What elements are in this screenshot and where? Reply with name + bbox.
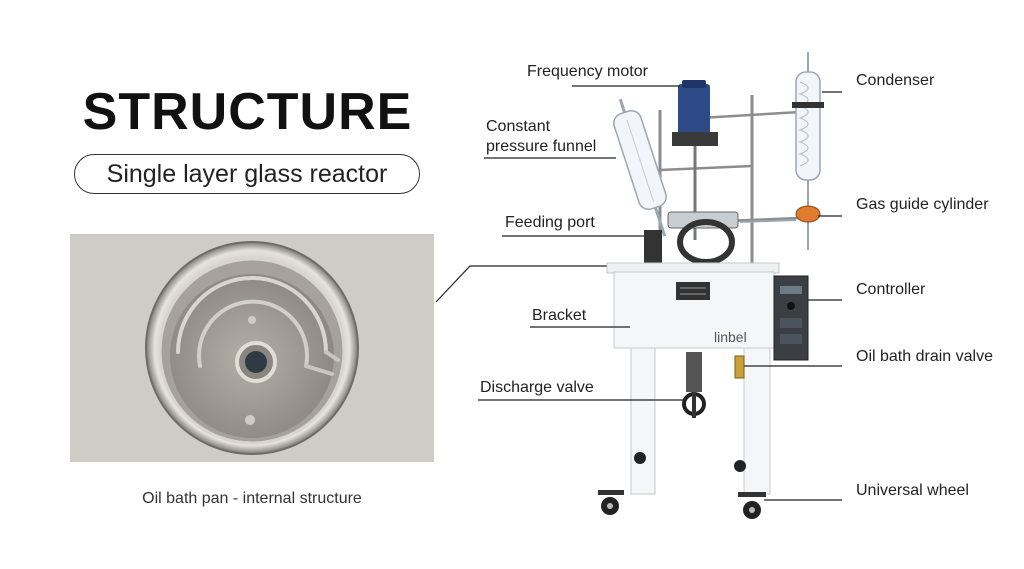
motor-cap (682, 80, 706, 88)
label-pressure-funnel-line2: pressure funnel (486, 138, 597, 155)
leg-left (630, 347, 656, 495)
label-oil-bath-drain-valve: Oil bath drain valve (856, 348, 993, 365)
photo-caption: Oil bath pan - internal structure (142, 490, 362, 507)
label-controller: Controller (856, 281, 926, 298)
nameplate (676, 282, 710, 300)
photo-connector-line (435, 265, 640, 303)
wheel-left (598, 490, 624, 515)
label-discharge-valve: Discharge valve (480, 379, 594, 396)
center-drain-hole (245, 351, 267, 373)
motor-body (678, 84, 710, 134)
subtitle-text: Single layer glass reactor (106, 159, 388, 188)
label-gas-guide-cylinder: Gas guide cylinder (856, 196, 989, 213)
gas-guide-bulb (795, 205, 821, 223)
heating-coil-lead (304, 350, 340, 376)
label-pressure-funnel-line1: Constant (486, 118, 551, 135)
label-universal-wheel: Universal wheel (856, 482, 969, 499)
oil-bath-pan-illustration (145, 241, 359, 455)
cross-rod-top (699, 110, 801, 120)
sensor-port-bottom (245, 415, 255, 425)
heating-coil-outer (176, 276, 328, 354)
pressure-funnel (613, 98, 667, 237)
subtitle-pill: Single layer glass reactor (74, 154, 420, 194)
page-title: STRUCTURE (82, 83, 413, 141)
discharge-valve-body (686, 352, 702, 392)
cross-rod-mid (659, 164, 753, 172)
label-feeding-port: Feeding port (505, 214, 595, 231)
brand-mark: linbel (714, 329, 747, 345)
wheel-back-right (734, 460, 746, 472)
gas-guide-connector (739, 219, 797, 223)
sensor-port-top (248, 316, 256, 324)
condenser-clamp (792, 102, 824, 108)
oil-bath-pan-photo (70, 234, 434, 462)
motor-base (672, 132, 718, 146)
heating-coil-inner (197, 299, 309, 368)
feeding-port (644, 230, 662, 264)
label-bracket: Bracket (532, 307, 587, 324)
leg-right (743, 347, 771, 495)
wheel-back-left (634, 452, 646, 464)
label-frequency-motor: Frequency motor (527, 63, 648, 80)
lid-clamp (677, 219, 735, 265)
oil-drain-valve (734, 355, 745, 379)
label-condenser: Condenser (856, 72, 935, 89)
wheel-right (738, 492, 766, 519)
condenser-coil (798, 81, 809, 167)
